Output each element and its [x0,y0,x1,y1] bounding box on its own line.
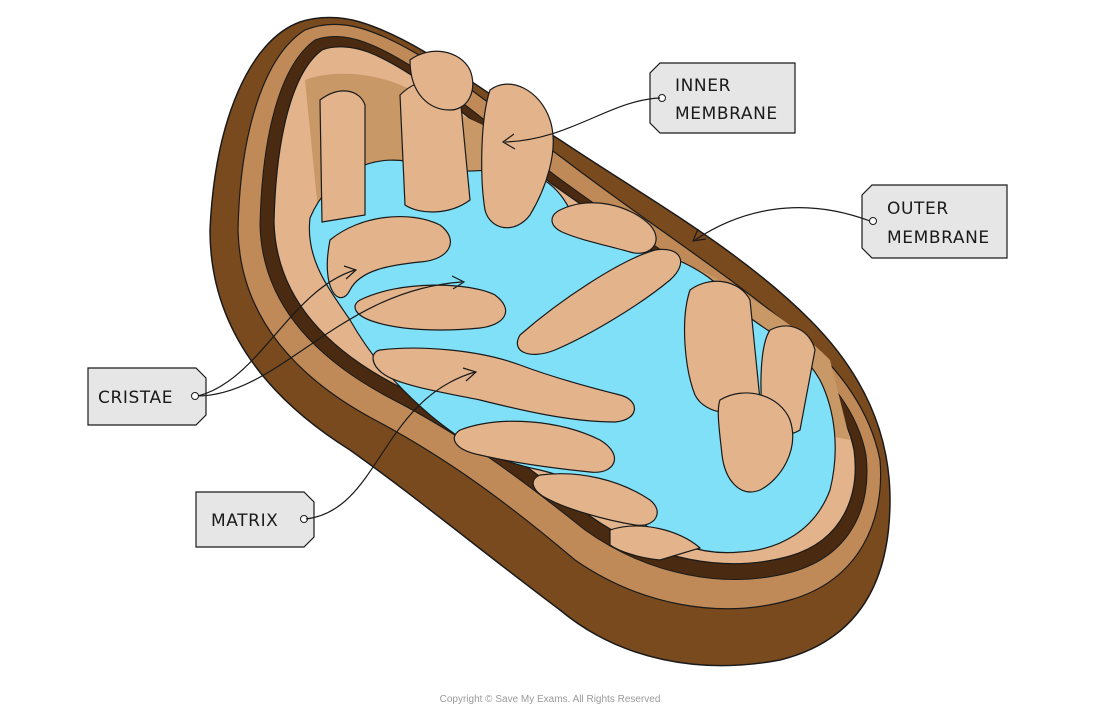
cristae-tag: CRISTAE [87,367,207,426]
cristae-label: CRISTAE [98,388,173,408]
cristae-arrowhead-2 [451,275,466,290]
matrix-label: MATRIX [211,511,278,531]
copyright-notice: Copyright © Save My Exams. All Rights Re… [440,694,661,705]
inner-membrane-arrowhead [501,133,516,150]
cristae-arrow-1 [197,269,356,397]
tag-hole [191,392,199,400]
inner-membrane-label-line2: MEMBRANE [675,104,778,124]
inner-membrane-arrow [504,97,661,143]
inner-membrane-label-line1: INNER [675,76,731,96]
cristae-arrowhead-1 [343,265,358,280]
matrix-arrow [305,371,476,520]
cristae-folds [319,50,816,561]
inner-membrane-tag: INNER MEMBRANE [649,62,796,134]
outer-membrane-tag: OUTER MEMBRANE [861,184,1008,259]
matrix-arrowhead [462,367,478,382]
outer-membrane-arrow [694,207,871,241]
tag-hole [869,217,877,225]
outer-membrane-label-line1: OUTER [887,199,949,219]
matrix-tag: MATRIX [195,491,315,548]
leader-lines [197,97,871,520]
outer-membrane-label-line2: MEMBRANE [887,228,990,248]
cristae-arrow-2 [197,281,463,397]
outer-membrane-arrowhead [692,228,707,242]
